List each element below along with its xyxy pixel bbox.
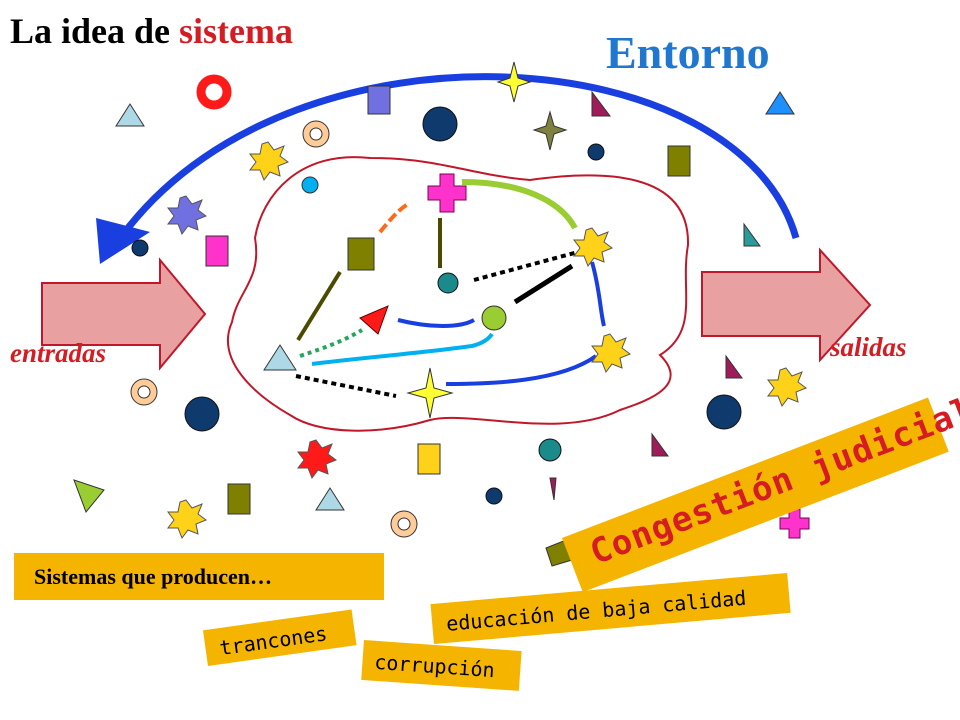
outputs-arrow [701,247,872,363]
title-highlight: sistema [179,11,293,51]
system-boundary [226,156,690,432]
environment-elements [73,61,810,567]
environment-arrowhead [96,218,150,264]
inputs-label: entradas [10,338,107,368]
environment-label: Entorno [606,27,770,78]
internal-connections [295,179,606,398]
systems-label: Sistemas que producen… [14,553,384,600]
page-title: La idea de sistema [10,11,293,51]
inputs-arrow [41,257,207,371]
outputs-label: salidas [830,332,907,362]
internal-elements [263,173,632,419]
environment-cycle-arrow [125,73,800,239]
